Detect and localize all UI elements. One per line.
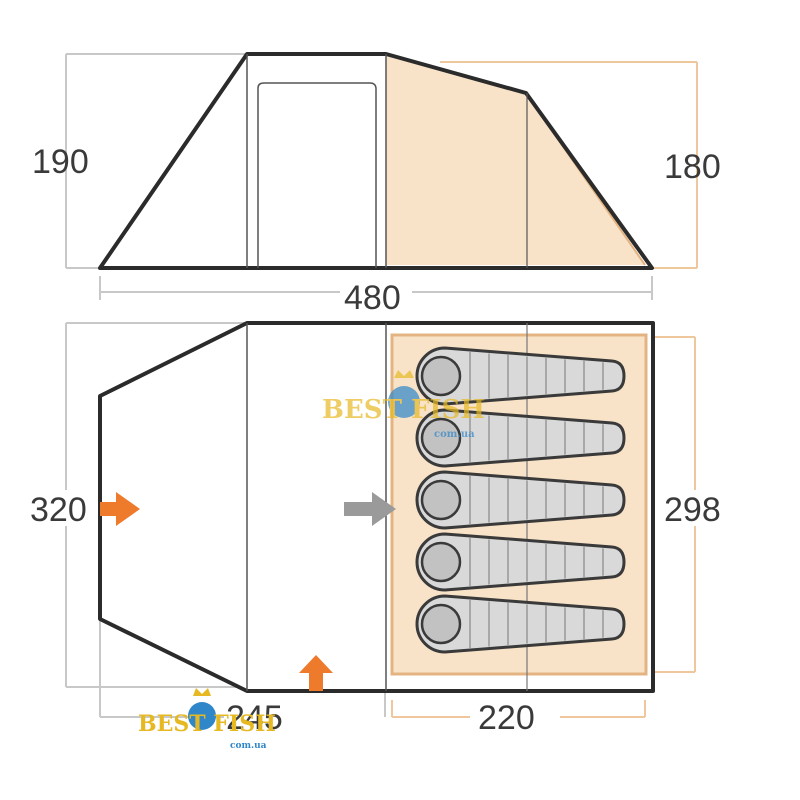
dim-living-length: 245 — [226, 699, 283, 737]
dim-living-length-bg — [224, 700, 280, 732]
sleeping-bag — [415, 594, 626, 654]
dim-plan-width-right-bg — [662, 490, 732, 526]
dim-plan-width-left: 320 — [30, 491, 87, 529]
watermark-brand-text: BEST FISH — [322, 395, 485, 425]
dim-bedroom-length: 220 — [478, 699, 535, 737]
dim-plan-width-right: 298 — [664, 491, 721, 529]
dim-total-length-bg — [340, 280, 412, 310]
watermark-domain-text: com.ua — [434, 429, 475, 440]
sleeping-bag — [415, 408, 626, 468]
floor-plan: 320 298 245 220 — [28, 321, 732, 737]
dim-total-length: 480 — [344, 279, 401, 317]
side-elevation: 190 180 480 — [32, 52, 721, 317]
sleeping-bag — [415, 346, 626, 406]
bedroom-section-side — [386, 56, 645, 265]
tent-side-outline — [98, 52, 654, 270]
watermark-brand-text-bottom: BEST FISH — [138, 711, 276, 737]
dim-side-height-left: 190 — [32, 143, 89, 181]
dimension-lines-plan — [65, 322, 386, 718]
watermark-domain-text-bottom: com.ua — [230, 741, 267, 751]
dimension-lines-side-orange — [440, 61, 698, 269]
entrance-arrow-side — [299, 655, 333, 691]
sleeping-bag — [415, 532, 626, 592]
dim-side-height-right: 180 — [664, 148, 721, 186]
sleeping-bags — [415, 346, 626, 654]
dim-plan-width-left-bg — [28, 490, 98, 526]
watermark-logo-center: BEST FISH com.ua — [322, 370, 485, 440]
side-door-outline — [257, 82, 377, 268]
entrance-arrow-front — [100, 492, 140, 526]
entrance-arrow-inner — [344, 492, 396, 526]
watermark-logo-bottom: BEST FISH com.ua — [138, 688, 276, 751]
sleeping-bag — [415, 470, 626, 530]
